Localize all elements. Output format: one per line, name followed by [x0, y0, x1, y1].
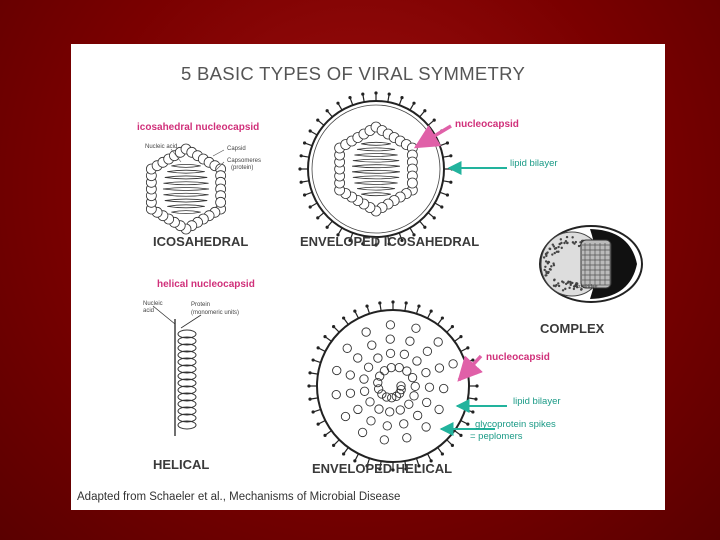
helical-acid-label: acid: [143, 308, 154, 314]
diagram-artwork: [71, 44, 665, 510]
helical-nucleocapsid-label: helical nucleocapsid: [157, 280, 255, 290]
slide-panel: 5 BASIC TYPES OF VIRAL SYMMETRY icosahed…: [71, 44, 665, 510]
complex-virion: [540, 226, 642, 302]
page-title: 5 BASIC TYPES OF VIRAL SYMMETRY: [181, 65, 525, 84]
caption-helical: HELICAL: [153, 458, 209, 471]
lipid-bilayer-label-2: lipid bilayer: [513, 397, 561, 407]
capsid-label: Capsid: [227, 146, 246, 152]
capsomeres-protein-label: (protein): [231, 165, 253, 171]
complex-inner-label: Poxviridae: [574, 285, 597, 290]
source-credit: Adapted from Schaeler et al., Mechanisms…: [77, 492, 400, 504]
helical-nucleocapsid: [153, 306, 201, 436]
capsomeres-label: Capsomeres: [227, 158, 261, 164]
peplomers-label: = peplomers: [470, 432, 523, 442]
caption-complex: COMPLEX: [540, 322, 604, 335]
nucleocapsid-label-2: nucleocapsid: [486, 353, 550, 363]
enveloped-helical-virion: [307, 300, 478, 471]
nucleic-acid-label: Nucleic acid: [145, 144, 177, 150]
lipid-bilayer-label: lipid bilayer: [510, 159, 558, 169]
monomeric-units-label: (monomeric units): [191, 310, 239, 316]
icosahedral-nucleocapsid-label: icosahedral nucleocapsid: [137, 123, 259, 133]
caption-enveloped-icosahedral: ENVELOPED ICOSAHEDRAL: [300, 235, 479, 248]
nucleocapsid-label: nucleocapsid: [455, 120, 519, 130]
helical-nucleic-label: Nucleic: [143, 301, 163, 307]
caption-icosahedral: ICOSAHEDRAL: [153, 235, 248, 248]
enveloped-icosahedral-virion: [298, 91, 453, 246]
caption-enveloped-helical: ENVELOPED HELICAL: [312, 462, 452, 475]
glycoprotein-spikes-label: glycoprotein spikes: [475, 420, 556, 430]
helical-protein-label: Protein: [191, 302, 210, 308]
icosahedral-virion: [146, 144, 225, 234]
